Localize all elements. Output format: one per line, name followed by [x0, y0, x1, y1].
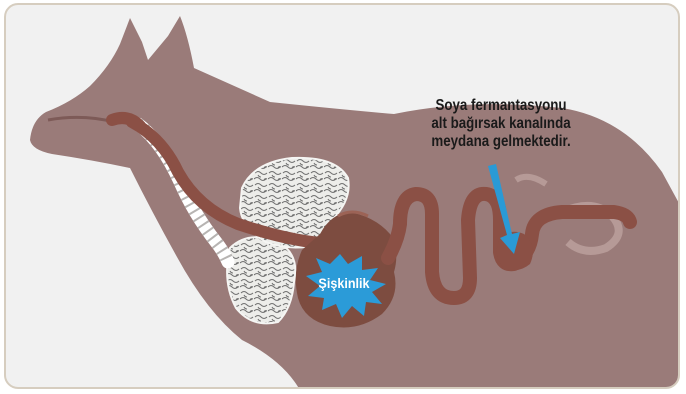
lower-lung [227, 237, 295, 323]
callout-line-3: meydana gelmektedir. [415, 133, 587, 151]
fermentation-callout: Soya fermantasyonu alt bağırsak kanalınd… [415, 97, 587, 151]
callout-line-2: alt bağırsak kanalında [415, 115, 587, 133]
diagram-frame: Soya fermantasyonu alt bağırsak kanalınd… [4, 3, 680, 389]
dog-anatomy-illustration [6, 5, 680, 389]
bloat-label: Şişkinlik [303, 275, 386, 291]
callout-line-1: Soya fermantasyonu [415, 97, 587, 115]
